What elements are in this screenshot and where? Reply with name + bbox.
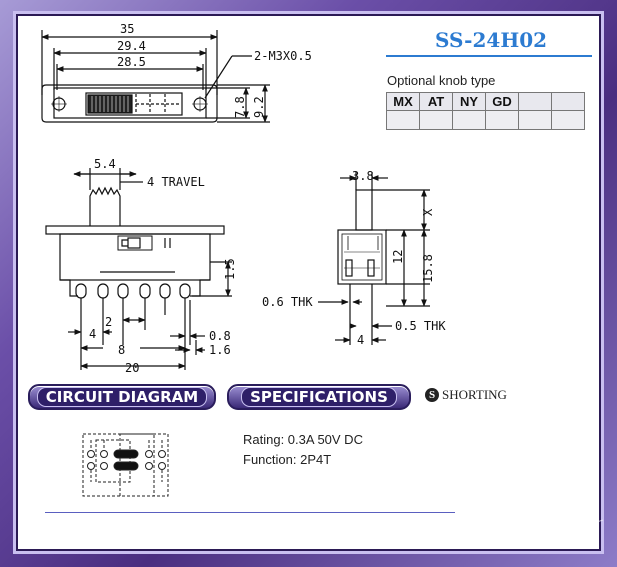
dim-2: 2 [105,315,112,329]
knob-type-label: Optional knob type [387,73,496,88]
dim-3-8: 3.8 [352,169,374,183]
side-view [318,172,430,345]
specifications-heading: SPECIFICATIONS [227,384,411,410]
dim-28-5: 28.5 [117,55,146,69]
dim-29-4: 29.4 [117,39,146,53]
circuit-diagram-label: CIRCUIT DIAGRAM [45,388,199,406]
model-title: SS-24H02 [435,28,548,52]
bottom-divider [45,512,455,513]
knob-cell-blank [386,110,420,130]
shorting-label: SHORTING [442,387,507,402]
dim-0-8: 0.8 [209,329,231,343]
dim-1-5: 1.5 [223,258,237,280]
function-text: Function: 2P4T [243,452,332,467]
dim-7-8: 7.8 [233,96,247,118]
knob-cell-blank [419,110,453,130]
dim-15-8: 15.8 [421,254,435,283]
dim-8: 8 [118,343,125,357]
thk-0-6-label: 0.6 THK [262,295,313,309]
title-underline [386,55,592,57]
dim-9-2: 9.2 [252,96,266,118]
circuit-diagram [82,433,169,497]
rating-text: Rating: 0.3A 50V DC [243,432,363,447]
circuit-diagram-heading: CIRCUIT DIAGRAM [28,384,216,410]
knob-cell-blank [518,110,552,130]
knob-cell-blank [551,110,585,130]
shorting-indicator: S SHORTING [425,387,507,403]
top-view [41,30,270,123]
knob-cell: AT [419,92,453,111]
knob-cell-blank [452,110,486,130]
knob-cell-blank [485,110,519,130]
front-view [45,168,232,370]
specifications-label: SPECIFICATIONS [250,388,388,406]
dim-1-6: 1.6 [209,343,231,357]
knob-type-table: MX AT NY GD [386,92,585,130]
dim-35: 35 [120,22,134,36]
dim-4-side: 4 [357,333,364,347]
thk-0-5-label: 0.5 THK [395,319,446,333]
dim-12: 12 [391,250,405,264]
shorting-icon: S [425,388,439,402]
dim-5-4: 5.4 [94,157,116,171]
travel-label: 4 TRAVEL [147,175,205,189]
mount-thread-label: 2-M3X0.5 [254,49,312,63]
dim-20: 20 [125,361,139,375]
knob-cell: GD [485,92,519,111]
dim-x: X [421,208,435,216]
dim-4: 4 [89,327,96,341]
